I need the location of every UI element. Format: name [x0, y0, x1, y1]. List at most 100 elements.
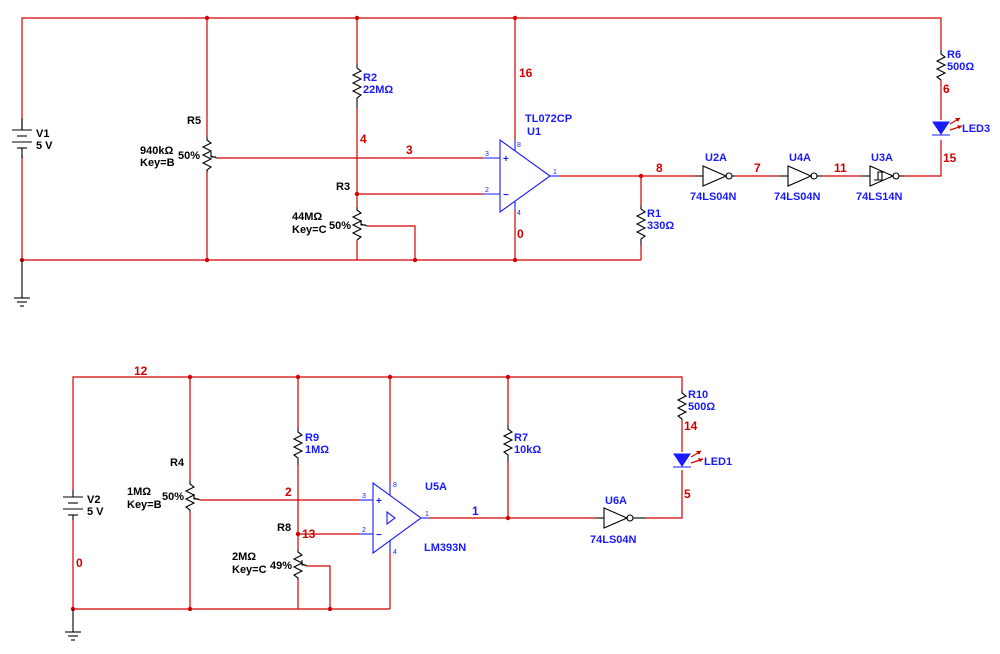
net-1: 1: [472, 504, 479, 518]
inverter-u2a[interactable]: [695, 165, 735, 187]
u5a-pin-minus: 2: [362, 527, 366, 534]
potentiometer-r4[interactable]: [184, 481, 201, 512]
inverter-u6a[interactable]: [596, 507, 646, 529]
r3-name: R3: [336, 181, 350, 193]
u5a-pin-out: 1: [425, 511, 429, 518]
u5a-pin-gnd: 4: [393, 549, 397, 556]
r4-name: R4: [170, 457, 185, 469]
r5-value: 940kΩ: [140, 145, 173, 157]
r8-value: 2MΩ: [232, 551, 256, 563]
r3-percent: 50%: [329, 220, 351, 232]
led1[interactable]: [673, 450, 704, 468]
resistor-r1[interactable]: [635, 205, 647, 245]
svg-text:+: +: [503, 154, 509, 165]
u5a-pin-plus: 3: [362, 493, 366, 500]
r2-name: R2: [363, 72, 377, 84]
net-15: 15: [943, 151, 957, 165]
opamp-u1[interactable]: + −: [483, 138, 560, 214]
r6-name: R6: [947, 49, 961, 61]
svg-text:−: −: [503, 190, 509, 201]
u1-pin-plus: 3: [485, 151, 489, 158]
r5-key: Key=B: [140, 157, 175, 169]
r8-key: Key=C: [232, 564, 267, 576]
r8-percent: 49%: [270, 560, 292, 572]
led3-name: LED3: [962, 123, 990, 135]
net-2: 2: [285, 485, 292, 499]
r3-value: 44MΩ: [292, 211, 322, 223]
net-6: 6: [943, 82, 950, 96]
resistor-r2[interactable]: [351, 64, 363, 108]
u3a-name: U3A: [871, 152, 893, 164]
v2-value: 5 V: [87, 506, 104, 518]
u1-pin-out: 1: [553, 169, 557, 176]
resistor-r10[interactable]: [676, 390, 688, 420]
u1-part: TL072CP: [525, 113, 572, 125]
svg-text:+: +: [376, 496, 382, 507]
potentiometer-r5[interactable]: [201, 137, 218, 172]
schmitt-inverter-u3a[interactable]: [862, 165, 904, 187]
battery-v2[interactable]: [63, 490, 83, 520]
comparator-u5a[interactable]: + −: [360, 481, 430, 555]
r1-value: 330Ω: [647, 220, 674, 232]
top-circuit-wires: [21, 17, 942, 261]
r2-value: 22MΩ: [363, 84, 393, 96]
net-7: 7: [754, 161, 761, 175]
inverter-u4a[interactable]: [780, 165, 822, 187]
u1-pin-minus: 2: [485, 187, 489, 194]
potentiometer-r3[interactable]: [351, 207, 368, 241]
ground-symbol-top: [14, 260, 30, 307]
v1-name: V1: [36, 128, 49, 140]
resistor-r6[interactable]: [935, 50, 947, 81]
net-8: 8: [656, 161, 663, 175]
bottom-circuit-wires: [72, 376, 683, 610]
resistor-r7[interactable]: [502, 425, 514, 462]
u6a-part: 74LS04N: [590, 534, 637, 546]
u1-pin-vcc: 8: [517, 142, 521, 149]
led1-name: LED1: [704, 456, 732, 468]
resistor-r9[interactable]: [292, 428, 304, 465]
u2a-part: 74LS04N: [690, 191, 737, 203]
r5-percent: 50%: [178, 150, 200, 162]
bottom-junction-dots: [70, 374, 511, 612]
net-4: 4: [360, 132, 367, 146]
u5a-pin-vcc: 8: [393, 482, 397, 489]
u1-name: U1: [527, 126, 541, 138]
net-13: 13: [302, 527, 316, 541]
r4-value: 1MΩ: [127, 486, 151, 498]
r10-value: 500Ω: [688, 401, 715, 413]
v1-value: 5 V: [36, 140, 53, 152]
r4-key: Key=B: [127, 499, 162, 511]
r10-name: R10: [688, 389, 708, 401]
u5a-part: LM393N: [424, 542, 466, 554]
u2a-name: U2A: [705, 152, 727, 164]
r9-name: R9: [305, 432, 319, 444]
bottom-net-labels: 12 0 2 13 1 14 5: [76, 364, 698, 570]
r8-name: R8: [277, 522, 291, 534]
top-net-labels: 16 4 3 0 8 7 11 6 15: [360, 66, 957, 241]
u4a-name: U4A: [789, 152, 811, 164]
net-5: 5: [684, 487, 691, 501]
r6-value: 500Ω: [947, 61, 974, 73]
top-junction-dots: [19, 15, 644, 263]
net-14: 14: [684, 419, 698, 433]
net-16: 16: [519, 66, 533, 80]
r5-name: R5: [187, 115, 201, 127]
net-11: 11: [834, 161, 847, 175]
u6a-name: U6A: [605, 495, 627, 507]
potentiometer-r8[interactable]: [292, 549, 308, 580]
battery-v1[interactable]: [12, 118, 32, 158]
net-12: 12: [134, 364, 148, 378]
ground-symbol-bottom: [65, 609, 81, 641]
r9-value: 1MΩ: [305, 444, 329, 456]
u1-pin-gnd: 4: [517, 210, 521, 217]
led3[interactable]: [932, 117, 963, 136]
r1-name: R1: [647, 208, 661, 220]
r4-percent: 50%: [162, 491, 184, 503]
u4a-part: 74LS04N: [774, 191, 821, 203]
net-3: 3: [406, 143, 413, 157]
r7-name: R7: [514, 432, 528, 444]
v2-name: V2: [87, 494, 100, 506]
r7-value: 10kΩ: [514, 444, 541, 456]
r3-key: Key=C: [292, 224, 327, 236]
